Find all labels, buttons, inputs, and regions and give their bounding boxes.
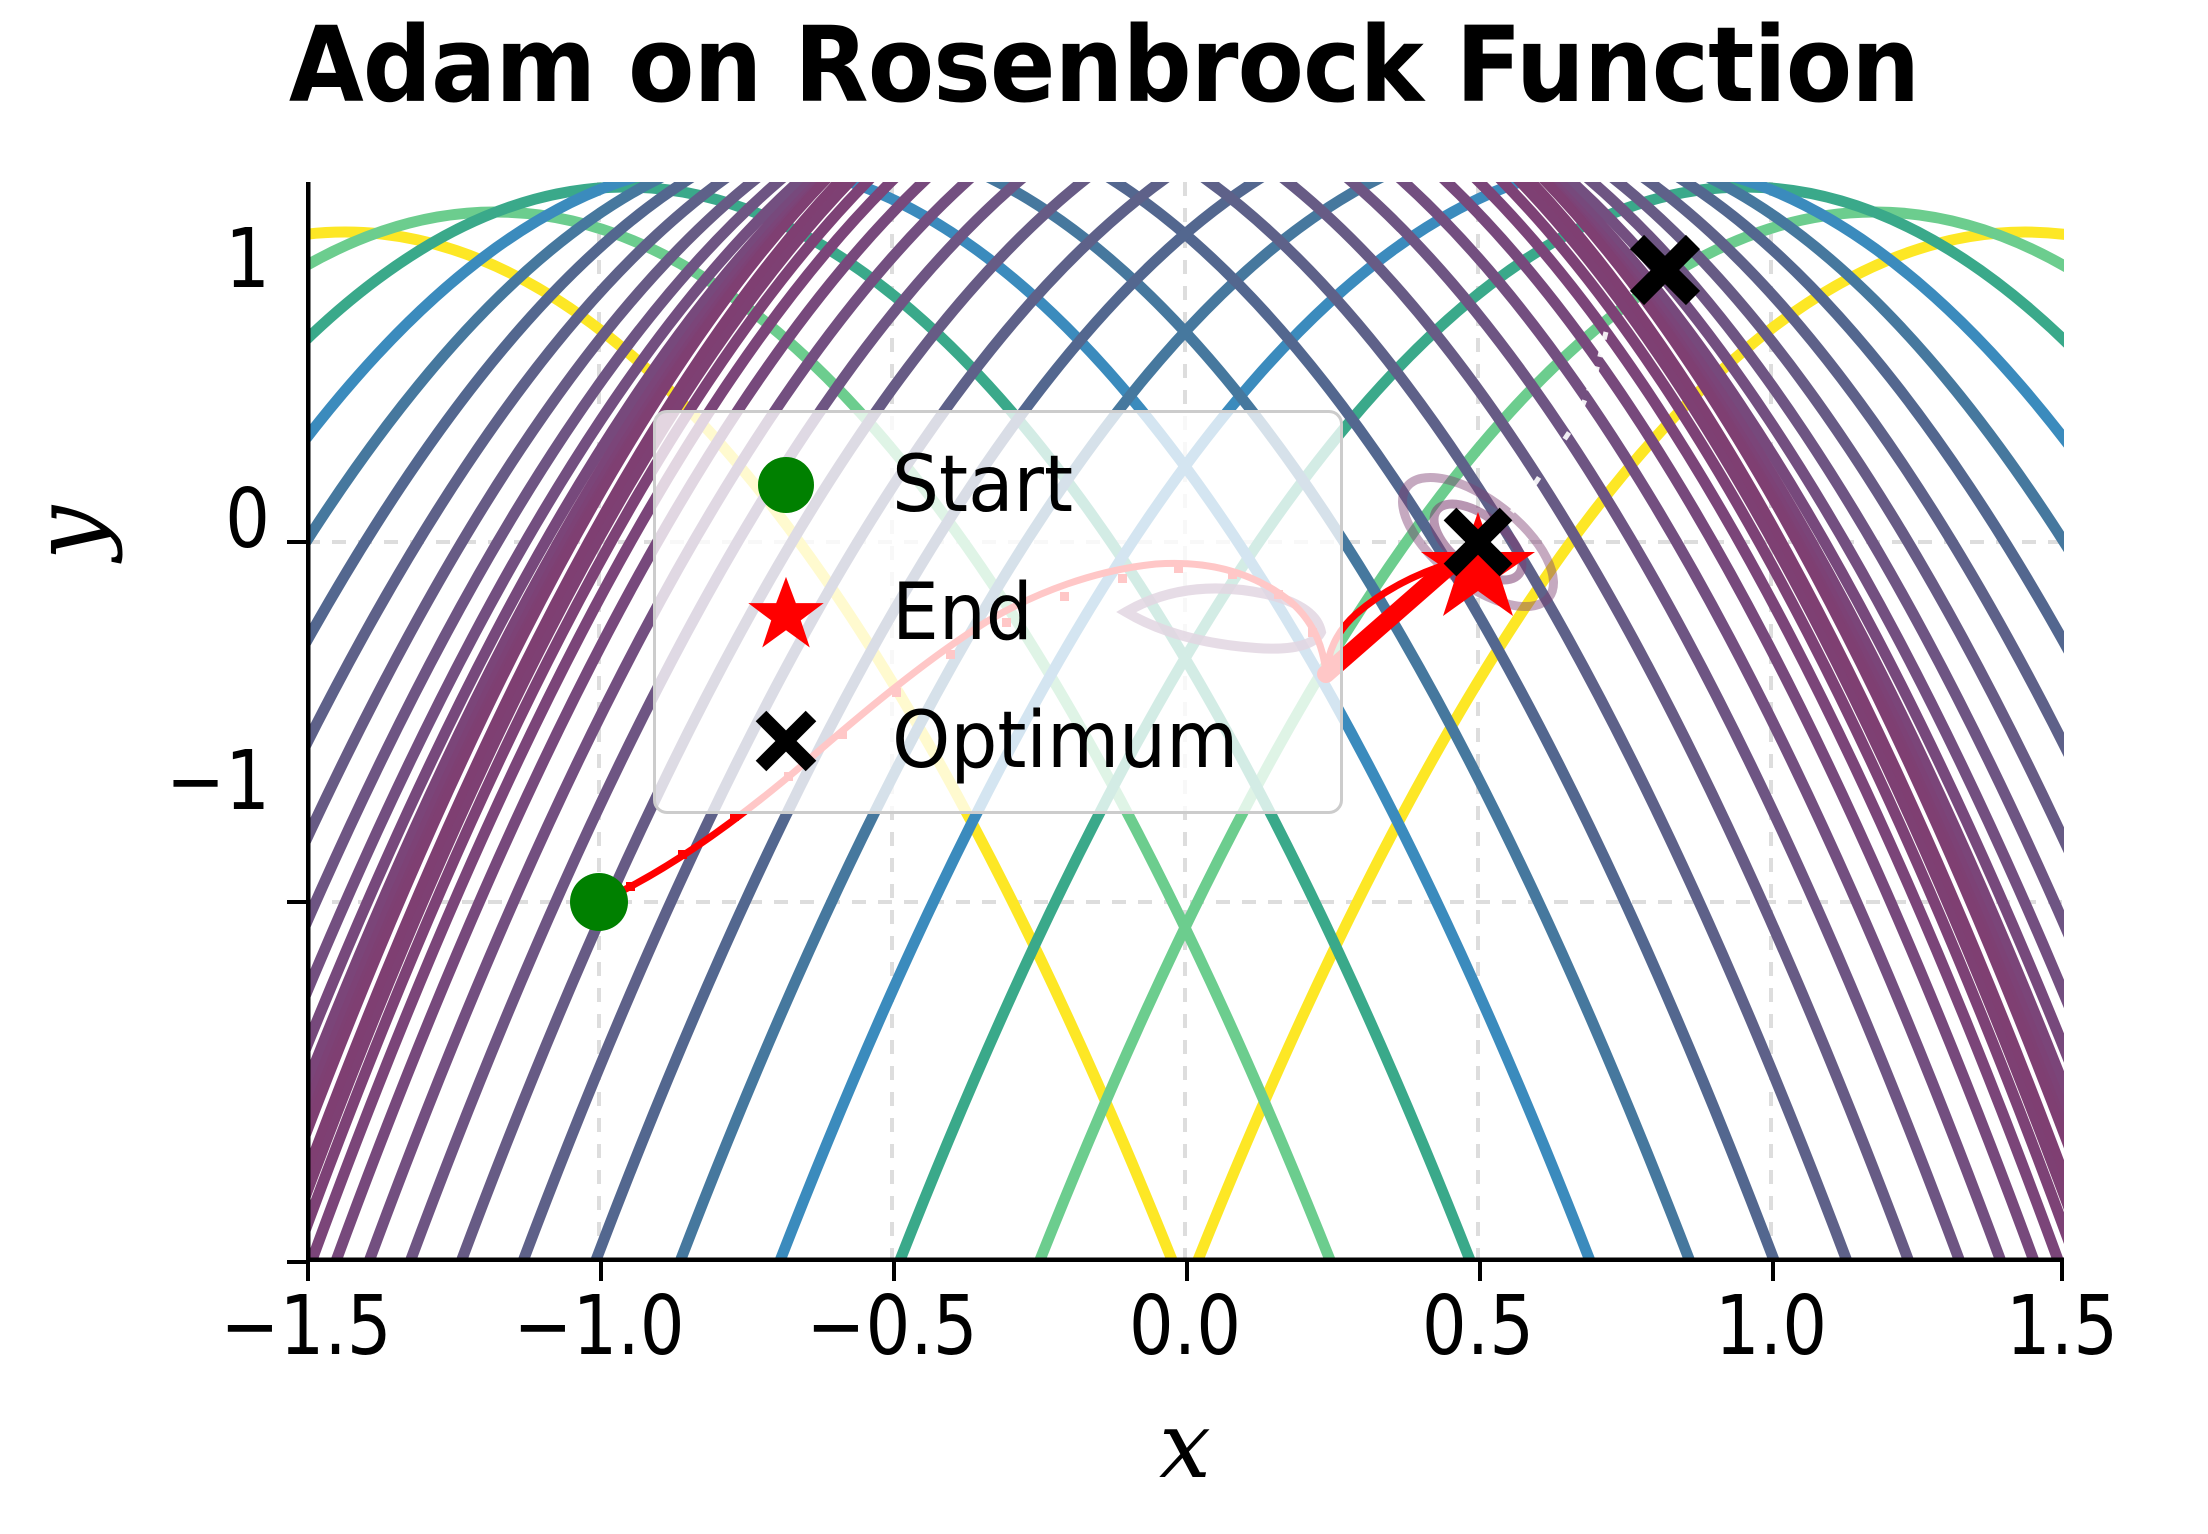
xtick-label: 0.0 <box>1128 1279 1242 1374</box>
start-marker <box>570 873 628 931</box>
legend-label-optimum: Optimum <box>892 696 1239 786</box>
x-axis-label: x <box>1159 1392 1211 1499</box>
trajectory-tail <box>1476 331 1609 556</box>
xtick-mark <box>306 1262 310 1281</box>
legend-label-end: End <box>892 568 1033 658</box>
xtick-label: −1.5 <box>220 1279 392 1374</box>
legend-row-start[interactable]: Start <box>656 425 1340 545</box>
ytick-label: 1 <box>225 212 270 307</box>
plot-axes: −1.5 −1.0 −0.5 0.0 0.5 1.0 1.5 1 0 −1 St… <box>166 182 2118 1368</box>
ytick-label: −1 <box>166 734 270 829</box>
end-star-icon <box>726 553 846 673</box>
xtick-label: −0.5 <box>806 1279 978 1374</box>
xtick-mark <box>2060 1262 2064 1281</box>
legend-row-optimum[interactable]: Optimum <box>656 681 1340 801</box>
contour-lines <box>306 182 2064 1262</box>
optimum-marker-main <box>1629 234 1701 306</box>
xtick-mark <box>1771 1262 1775 1281</box>
xtick-label: 0.5 <box>1421 1279 1535 1374</box>
xtick-label: 1.0 <box>1714 1279 1828 1374</box>
legend-label-start: Start <box>892 440 1074 530</box>
legend[interactable]: Start End <box>653 410 1343 814</box>
optimum-x-icon <box>726 681 846 801</box>
xtick-mark <box>892 1262 896 1281</box>
y-axis-label: y <box>12 505 124 560</box>
xtick-mark <box>599 1262 603 1281</box>
xtick-label: 1.5 <box>2005 1279 2119 1374</box>
optimum-marker <box>1443 507 1513 577</box>
ytick-label: 0 <box>225 472 270 567</box>
ytick-mark <box>287 900 306 904</box>
end-marker <box>1421 512 1535 616</box>
xtick-label: −1.0 <box>513 1279 685 1374</box>
start-circle-icon <box>726 425 846 545</box>
xtick-mark <box>1185 1262 1189 1281</box>
chart-title: Adam on Rosenbrock Function <box>288 4 1920 126</box>
xtick-mark <box>1478 1262 1482 1281</box>
ytick-mark <box>287 1260 306 1264</box>
legend-row-end[interactable]: End <box>656 553 1340 673</box>
ytick-mark <box>287 540 306 544</box>
trajectory-dense-segment <box>1317 553 1463 683</box>
